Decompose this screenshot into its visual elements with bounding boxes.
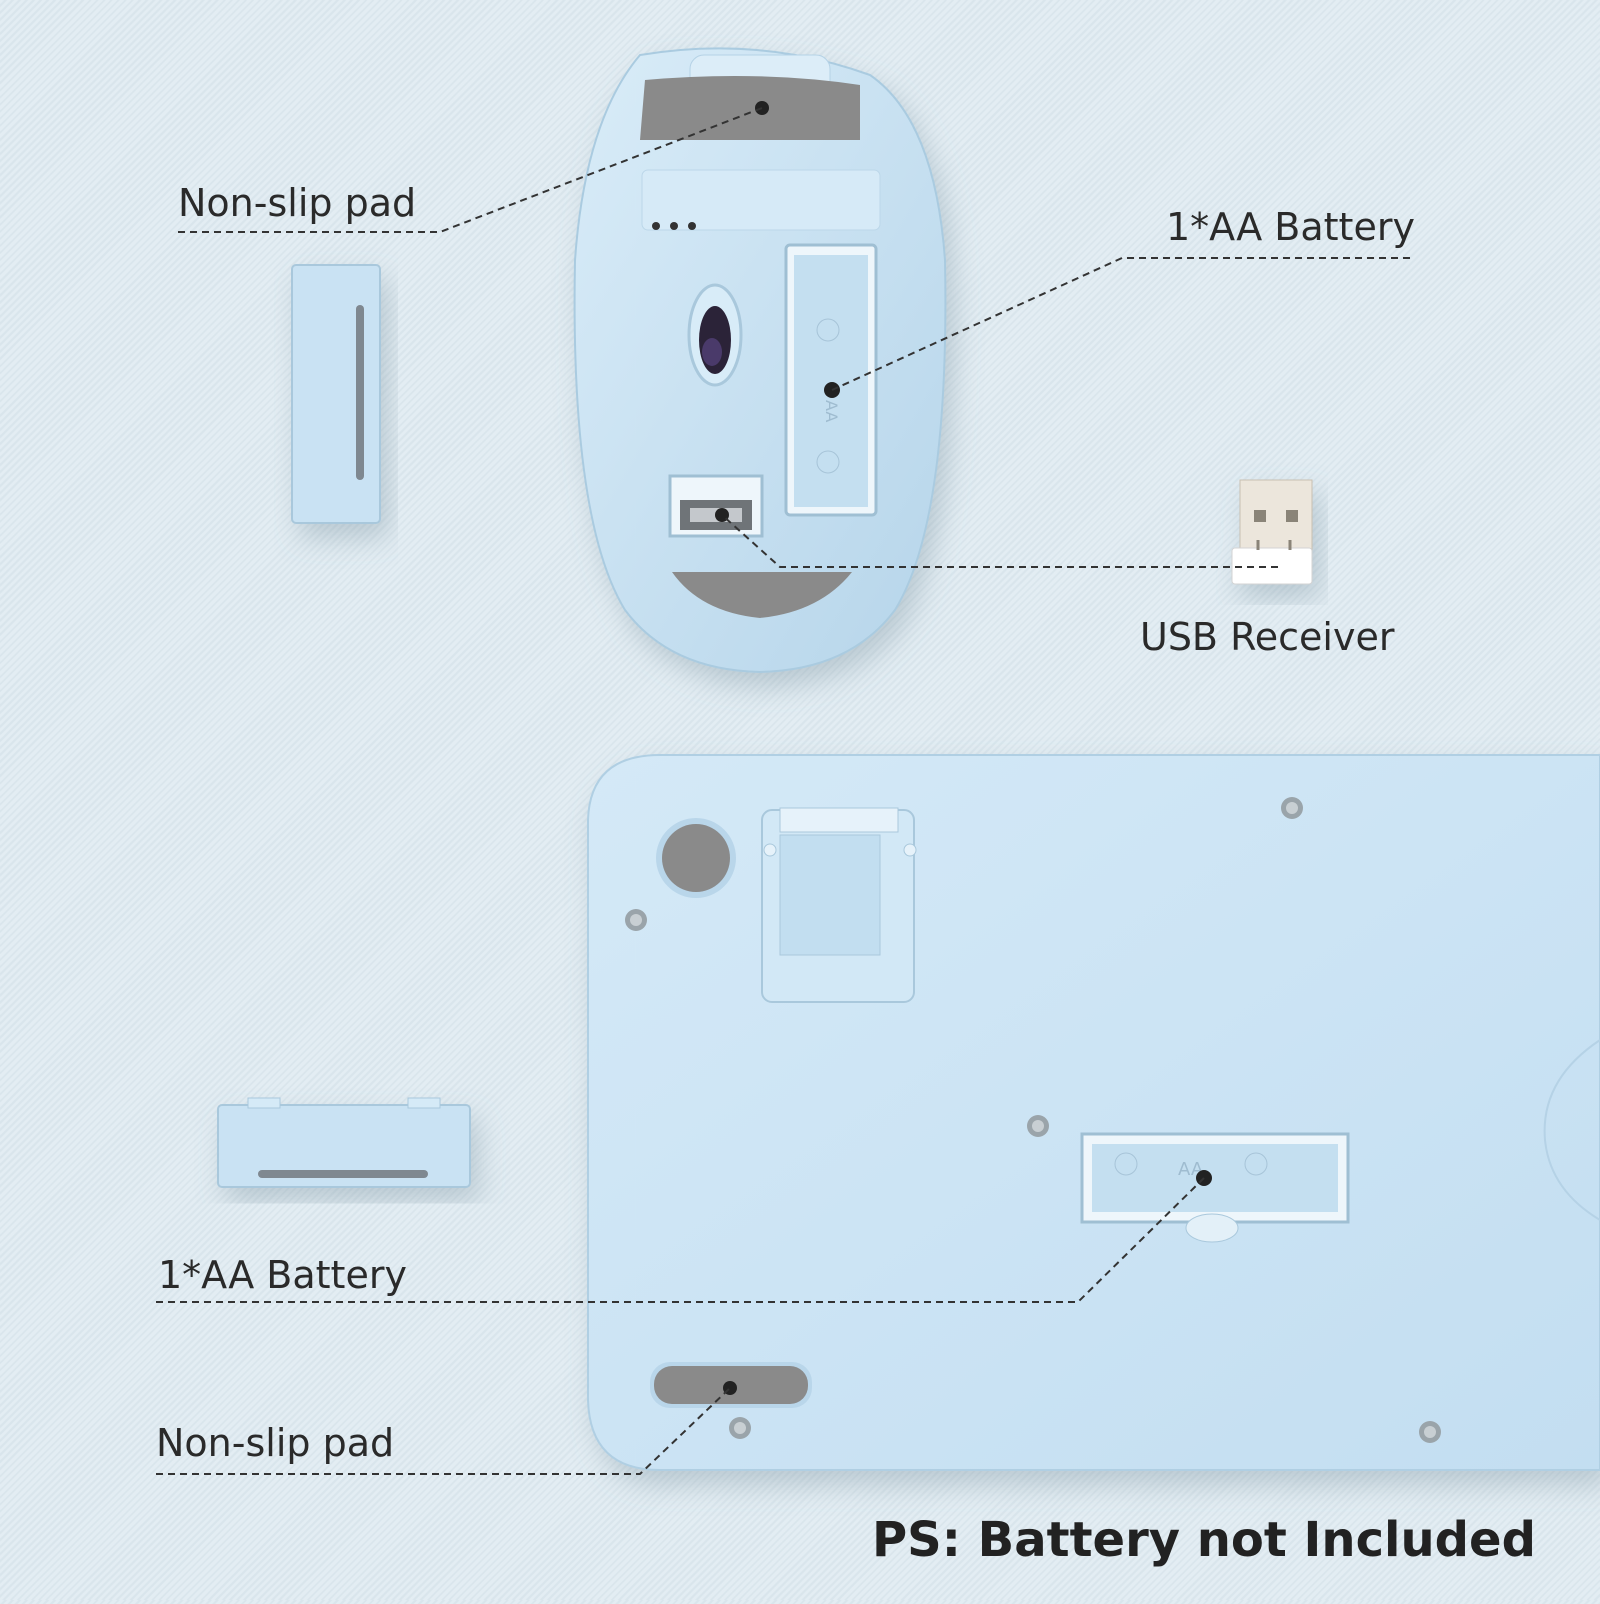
screw — [625, 909, 647, 931]
mouse-battery-marking: AA — [822, 400, 841, 422]
keyboard-details: AA — [625, 797, 1600, 1443]
keyboard-battery-cover — [217, 1104, 471, 1188]
usb-receiver — [1231, 479, 1313, 585]
label-mouse-non-slip-pad: Non-slip pad — [178, 181, 417, 225]
label-keyboard-non-slip-pad: Non-slip pad — [156, 1421, 395, 1465]
label-usb-receiver: USB Receiver — [1140, 615, 1395, 659]
mouse-bottom-pad — [672, 572, 852, 618]
battery-not-included-note: PS: Battery not Included — [872, 1512, 1536, 1568]
screw — [1419, 1421, 1441, 1443]
screw — [1281, 797, 1303, 819]
screw — [1027, 1115, 1049, 1137]
label-mouse-battery: 1*AA Battery — [1166, 205, 1415, 249]
mouse-top-pad — [640, 76, 860, 140]
mouse-details: AA — [640, 54, 881, 618]
leader-lines — [156, 107, 1410, 1475]
mouse-battery-cover — [291, 264, 381, 524]
screw — [729, 1417, 751, 1439]
label-keyboard-battery: 1*AA Battery — [158, 1253, 407, 1297]
